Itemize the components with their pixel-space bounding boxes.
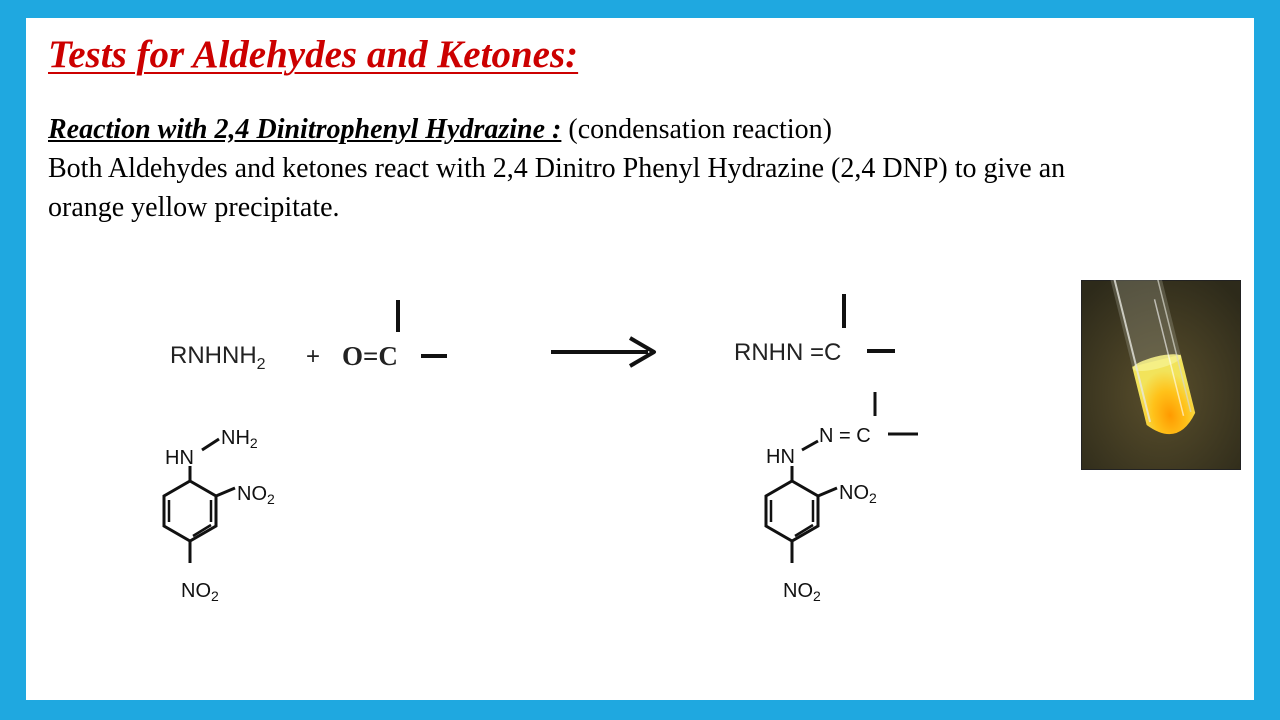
carbonyl-group: O=C — [342, 341, 398, 371]
test-tube-photo — [1081, 280, 1241, 470]
reaction-arrow — [551, 336, 656, 368]
reaction-heading-label: Reaction with 2,4 Dinitrophenyl Hydrazin… — [48, 114, 562, 145]
product-no2-para-label: NO2 — [783, 580, 821, 604]
hydrazone-structure: N = C HN NO2 NO2 — [764, 392, 918, 604]
product-no2-ortho-label: NO2 — [839, 482, 877, 506]
dnph-nh2-label: NH2 — [221, 427, 258, 451]
dnph-no2-para-label: NO2 — [181, 580, 219, 604]
dnph-hn-label: HN — [165, 447, 194, 469]
description-line-1: Both Aldehydes and ketones react with 2,… — [48, 153, 1066, 184]
dnph-structure: HN NH2 NO2 NO2 — [162, 427, 275, 604]
reaction-scheme: RNHNH2 + O=C RNHN =C HN NH2 NO2 NO2 — [162, 294, 918, 604]
reactant-rnhnh2: RNHNH2 — [170, 342, 266, 373]
reaction-heading: Reaction with 2,4 Dinitrophenyl Hydrazin… — [48, 114, 832, 146]
slide-title: Tests for Aldehydes and Ketones: — [48, 33, 579, 76]
slide: Tests for Aldehydes and Ketones: Reactio… — [26, 18, 1254, 700]
product-n-eq-c-label: N = C — [819, 425, 871, 447]
description-line-2: orange yellow precipitate. — [48, 192, 340, 223]
reaction-heading-note: (condensation reaction) — [568, 114, 832, 145]
product-hydrazone: RNHN =C — [734, 339, 841, 366]
product-hn-label: HN — [766, 446, 795, 468]
plus-sign: + — [306, 343, 320, 370]
dnph-no2-ortho-label: NO2 — [237, 483, 275, 507]
